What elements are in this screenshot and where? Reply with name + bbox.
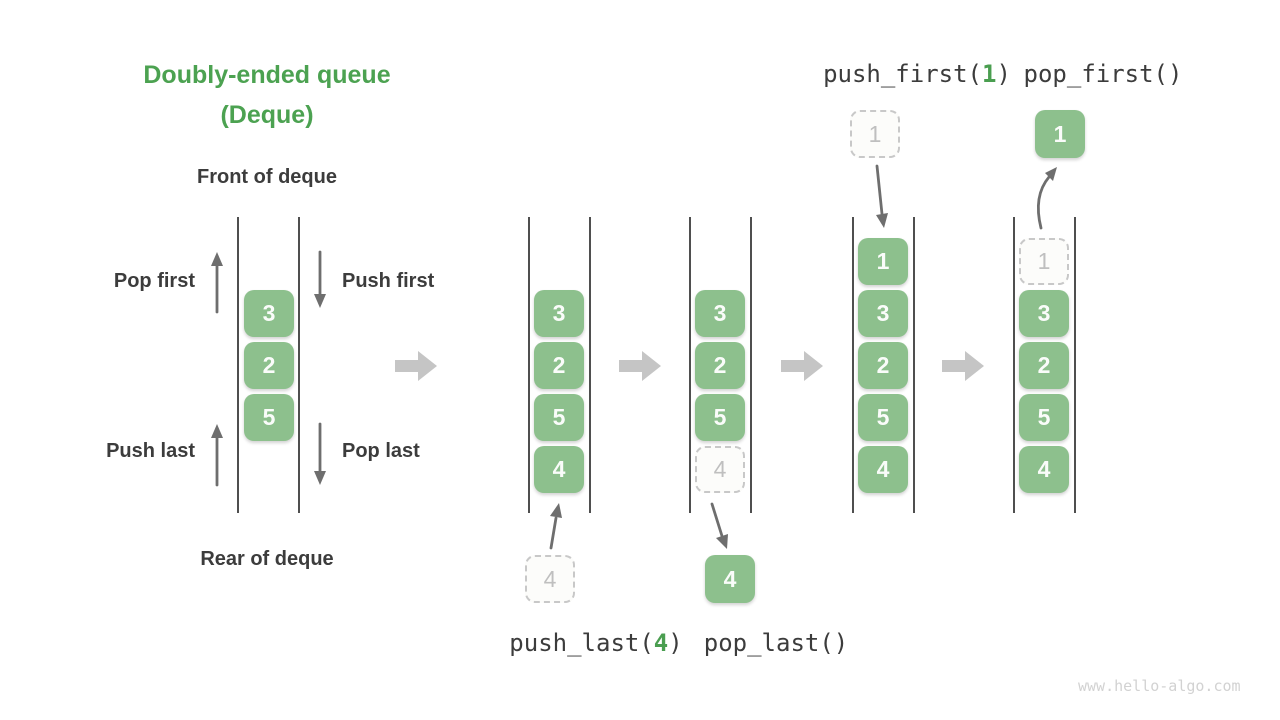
- deque-cell: 1: [858, 238, 908, 285]
- queue5-right-wall: [1074, 217, 1076, 513]
- deque-cell: 5: [534, 394, 584, 441]
- deque-cell: 2: [1019, 342, 1069, 389]
- flow-arrow-icon: [395, 351, 437, 381]
- push-last-label: Push last: [106, 440, 195, 462]
- flow-arrow-icon: [942, 351, 984, 381]
- queue3-right-wall: [750, 217, 752, 513]
- pop-last-caption: pop_last(): [703, 629, 849, 657]
- flow-arrow-icon: [781, 351, 823, 381]
- queue1-left-wall: [237, 217, 239, 513]
- deque-cell: 4: [858, 446, 908, 493]
- push-first-insert-arrow-icon: [875, 164, 888, 228]
- deque-cell: 4: [1019, 446, 1069, 493]
- push-first-caption: push_first(1): [757, 60, 1077, 88]
- push-last-caption-suffix: ): [668, 629, 683, 657]
- queue2-right-wall: [589, 217, 591, 513]
- deque-cell: 2: [244, 342, 294, 389]
- page-title-line1: Doubly-ended queue: [143, 61, 391, 89]
- deque-cell: 4: [534, 446, 584, 493]
- popped-cell: 1: [1035, 110, 1085, 158]
- deque-cell: 3: [1019, 290, 1069, 337]
- push-last-caption-arg: 4: [653, 629, 669, 657]
- deque-cell: 5: [244, 394, 294, 441]
- deque-cell: 3: [534, 290, 584, 337]
- ghost-cell-incoming: 4: [525, 555, 575, 603]
- push-last-arrow-icon: [211, 424, 223, 487]
- ghost-cell: 4: [695, 446, 745, 493]
- queue2-left-wall: [528, 217, 530, 513]
- pop-last-arrow-icon: [314, 422, 326, 485]
- watermark: www.hello-algo.com: [1078, 677, 1241, 695]
- deque-cell: 2: [534, 342, 584, 389]
- push-first-caption-suffix: ): [996, 60, 1011, 88]
- queue4-left-wall: [852, 217, 854, 513]
- pop-first-caption: pop_first(): [1023, 60, 1183, 88]
- push-first-arrow-icon: [314, 250, 326, 308]
- rear-of-deque-label: Rear of deque: [200, 548, 334, 570]
- queue3-left-wall: [689, 217, 691, 513]
- front-of-deque-label: Front of deque: [197, 166, 337, 188]
- flow-arrow-icon: [619, 351, 661, 381]
- pop-last-remove-arrow-icon: [710, 502, 728, 549]
- ghost-cell: 1: [1019, 238, 1069, 285]
- pop-first-label: Pop first: [113, 270, 195, 292]
- deque-cell: 5: [1019, 394, 1069, 441]
- page-title-line2: (Deque): [220, 101, 314, 129]
- push-first-label: Push first: [342, 270, 435, 292]
- push-first-caption-arg: 1: [982, 60, 997, 88]
- push-last-insert-arrow-icon: [549, 503, 562, 550]
- deque-cell: 5: [858, 394, 908, 441]
- queue4-right-wall: [913, 217, 915, 513]
- deque-cell: 2: [695, 342, 745, 389]
- deque-cell: 5: [695, 394, 745, 441]
- push-first-caption-prefix: push_first(: [823, 60, 983, 88]
- queue5-left-wall: [1013, 217, 1015, 513]
- deque-cell: 3: [244, 290, 294, 337]
- deque-cell: 2: [858, 342, 908, 389]
- queue1-right-wall: [298, 217, 300, 513]
- push-last-caption-prefix: push_last(: [509, 629, 654, 657]
- popped-cell: 4: [705, 555, 755, 603]
- pop-first-remove-arrow-icon: [1036, 167, 1057, 230]
- deque-cell: 3: [858, 290, 908, 337]
- pop-last-label: Pop last: [342, 440, 420, 462]
- push-last-caption: push_last(4): [436, 629, 756, 657]
- pop-first-arrow-icon: [211, 252, 223, 314]
- deque-cell: 3: [695, 290, 745, 337]
- ghost-cell-incoming: 1: [850, 110, 900, 158]
